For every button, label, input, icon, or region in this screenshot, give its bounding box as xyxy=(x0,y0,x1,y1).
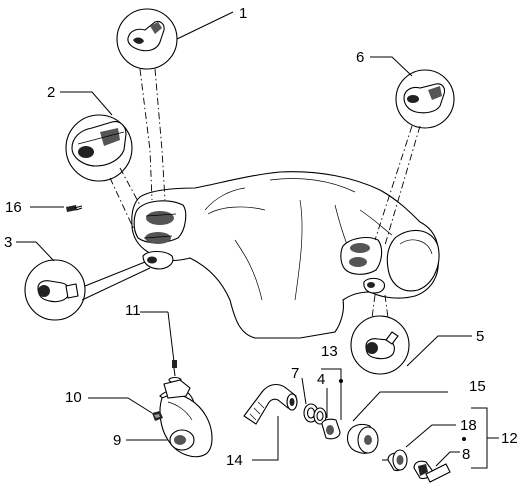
part-14-elbow-hose: 14 xyxy=(226,383,298,469)
leader-line-7 xyxy=(301,377,307,405)
label-5: 5 xyxy=(476,328,484,345)
part-15-grommet: 15 xyxy=(346,378,486,454)
label-9: 9 xyxy=(113,432,121,449)
label-6: 6 xyxy=(356,49,364,66)
leader-line-5 xyxy=(406,335,472,367)
label-4: 4 xyxy=(317,371,325,388)
leader-line-15 xyxy=(352,391,448,422)
leader-line-10 xyxy=(88,397,153,414)
part-3-switch-detail: 3 xyxy=(4,234,151,321)
label-10: 10 xyxy=(65,389,82,406)
label-14: 14 xyxy=(226,452,243,469)
label-18: 18 xyxy=(460,417,477,434)
label-8: 8 xyxy=(462,446,470,463)
part-12-group: 12 xyxy=(471,407,518,469)
leader-line-11 xyxy=(167,311,175,363)
part-16-screw: 16 xyxy=(5,199,83,216)
handlebar-cover xyxy=(131,171,440,339)
leader-line-14 xyxy=(252,416,279,461)
label-12: 12 xyxy=(501,430,518,447)
part-8-bulb: 8 xyxy=(413,437,470,483)
part-2-switch-detail: 2 xyxy=(47,84,141,239)
label-2: 2 xyxy=(47,84,55,101)
part-9-horn: 9 xyxy=(113,379,213,458)
label-15: 15 xyxy=(469,378,486,395)
part-18-bulb-holder: 18 xyxy=(382,417,477,472)
part-6-switch-detail: 6 xyxy=(356,49,455,246)
label-13: 13 xyxy=(321,343,338,360)
part-10-nut: 10 xyxy=(65,389,163,421)
part-5-switch-detail: 5 xyxy=(350,294,484,375)
leader-line-8 xyxy=(435,451,460,467)
label-1: 1 xyxy=(239,5,247,22)
leader-line-3 xyxy=(16,241,55,262)
label-7: 7 xyxy=(291,365,299,382)
label-16: 16 xyxy=(5,199,22,216)
label-3: 3 xyxy=(4,234,12,251)
part-13-4-group: 13 4 xyxy=(317,343,343,440)
label-11: 11 xyxy=(125,302,141,319)
leader-line-1 xyxy=(176,11,234,40)
leader-line-2 xyxy=(60,91,113,116)
part-7-o-ring: 7 xyxy=(291,365,327,425)
leader-line-6 xyxy=(370,56,413,77)
leader-line-18 xyxy=(405,424,456,448)
part-11-screw: 11 xyxy=(125,302,182,384)
bracket-13 xyxy=(321,368,342,380)
part-1-switch-detail: 1 xyxy=(116,5,247,201)
